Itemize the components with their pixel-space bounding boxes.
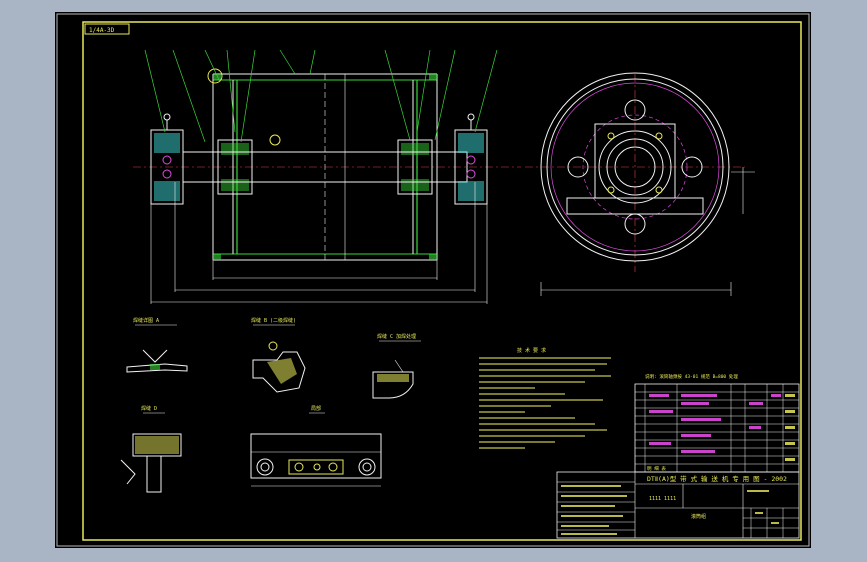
detail-a-label: 焊缝详图 A: [133, 317, 159, 324]
table-header: 明 细 表: [647, 465, 666, 472]
part-name: 滚筒组: [691, 513, 706, 520]
detail-e-label: 局部: [311, 405, 321, 412]
detail-weld-b: 焊缝 B (二级焊缝): [251, 317, 306, 393]
detail-b-label: 焊缝 B (二级焊缝): [251, 317, 296, 324]
title-block: DTⅡ(A)型 带 式 输 送 机 专 用 图 - 2002 1111 1111…: [556, 471, 800, 539]
code-small: 1111 1111: [649, 496, 676, 502]
pulley-side-view: [525, 72, 755, 296]
detail-c-label: 焊缝 C 加焊处理: [377, 333, 416, 340]
outer-frame: [56, 13, 810, 547]
cad-drawing: 1/4A-3D: [56, 13, 810, 547]
parts-list-table: 明 细 表: [634, 383, 800, 473]
technical-requirements: 技 术 要 求 说明: 滚筒轴颈按 43-01 规范 B=800 处理: [479, 347, 738, 449]
tag-box: [84, 23, 130, 35]
pulley-section-view: [133, 49, 521, 304]
title-line: DTⅡ(A)型 带 式 输 送 机 专 用 图 - 2002: [647, 474, 787, 483]
tech-title: 技 术 要 求: [517, 347, 546, 354]
detail-weld-c: 焊缝 C 加焊处理: [372, 333, 421, 399]
drawing-sheet: 1/4A-3D: [55, 12, 811, 548]
inner-frame: [82, 21, 802, 541]
detail-weld-d: 焊缝 D: [120, 405, 182, 493]
detail-d-label: 焊缝 D: [141, 405, 157, 412]
detail-weld-a: 焊缝详图 A: [126, 317, 188, 373]
tag-text: 1/4A-3D: [89, 27, 115, 34]
note-line: 说明: 滚筒轴颈按 43-01 规范 B=800 处理: [645, 373, 738, 380]
detail-partial: 局部: [250, 405, 382, 487]
